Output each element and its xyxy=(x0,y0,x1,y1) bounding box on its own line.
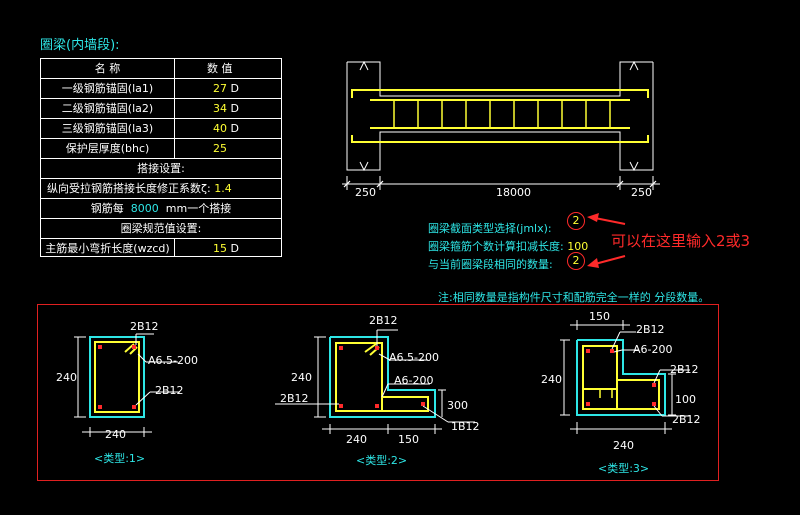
lap-factor[interactable]: 纵向受拉钢筋搭接长度修正系数ζ: 1.4 xyxy=(47,182,232,195)
stirrup-deduct-setting[interactable]: 圈梁箍筋个数计算扣减长度: 100 xyxy=(428,240,589,253)
row-name: 主筋最小弯折长度(wzcd) xyxy=(41,239,175,257)
t2-step-height: 300 xyxy=(447,399,468,412)
table-row[interactable]: 一级钢筋锚固(la1) 27 D xyxy=(41,79,281,99)
page-title: 圈梁(内墙段): xyxy=(40,38,120,53)
annotation-text: 可以在这里输入2或3 xyxy=(611,232,751,250)
dim-left: 250 xyxy=(355,186,376,199)
lap-length[interactable]: 钢筋每 8000 mm一个搭接 xyxy=(90,202,232,215)
t2-top-bar: 2B12 xyxy=(369,314,398,327)
t3-height: 240 xyxy=(541,373,562,386)
t3-caption[interactable]: <类型:3> xyxy=(598,462,650,475)
t1-bottom-bar: 2B12 xyxy=(155,384,184,397)
table-row[interactable]: 三级钢筋锚固(la3) 40 D xyxy=(41,119,281,139)
same-count-setting[interactable]: 与当前圈梁段相同的数量: xyxy=(428,258,553,271)
dim-mid: 18000 xyxy=(496,186,531,199)
row-value[interactable]: 25 xyxy=(213,142,227,155)
t2-height: 240 xyxy=(291,371,312,384)
section-type-1-drawing[interactable] xyxy=(50,312,250,477)
spec-title-row: 圈梁规范值设置: xyxy=(41,219,281,239)
t3-width: 240 xyxy=(613,439,634,452)
lap-title-row: 搭接设置: xyxy=(41,159,281,179)
t1-stirrup: A6.5-200 xyxy=(148,354,198,367)
header-name: 名 称 xyxy=(41,59,175,78)
header-value: 数 值 xyxy=(207,62,233,75)
t3-mid-bar: 2B12 xyxy=(670,363,699,376)
row-name: 保护层厚度(bhc) xyxy=(41,139,175,158)
t2-width: 240 xyxy=(346,433,367,446)
section-type-2-drawing[interactable] xyxy=(270,312,500,477)
section-type-setting[interactable]: 圈梁截面类型选择(jmlx): xyxy=(428,222,552,235)
row-value[interactable]: 27 D xyxy=(213,82,239,95)
row-value[interactable]: 40 D xyxy=(213,122,239,135)
beam-elevation-drawing xyxy=(342,60,660,190)
t1-caption[interactable]: <类型:1> xyxy=(94,452,146,465)
t2-step-bar: 1B12 xyxy=(451,420,480,433)
t3-top-width: 150 xyxy=(589,310,610,323)
lap-title: 搭接设置: xyxy=(137,162,185,175)
table-row[interactable]: 二级钢筋锚固(la2) 34 D xyxy=(41,99,281,119)
t1-height: 240 xyxy=(56,371,77,384)
lap-factor-row[interactable]: 纵向受拉钢筋搭接长度修正系数ζ: 1.4 xyxy=(41,179,281,199)
row-name: 二级钢筋锚固(la2) xyxy=(41,99,175,118)
t3-step-height: 100 xyxy=(675,393,696,406)
table-header: 名 称 数 值 xyxy=(41,59,281,79)
t2-caption[interactable]: <类型:2> xyxy=(356,454,408,467)
row-name: 三级钢筋锚固(la3) xyxy=(41,119,175,138)
t2-step-width: 150 xyxy=(398,433,419,446)
t3-stirrup: A6-200 xyxy=(633,343,673,356)
row-value[interactable]: 34 D xyxy=(213,102,239,115)
parameter-table: 名 称 数 值 一级钢筋锚固(la1) 27 D 二级钢筋锚固(la2) 34 … xyxy=(40,58,282,257)
table-row[interactable]: 主筋最小弯折长度(wzcd) 15 D xyxy=(41,239,281,257)
t2-stirrup2: A6-200 xyxy=(394,374,434,387)
row-name: 一级钢筋锚固(la1) xyxy=(41,79,175,98)
table-row[interactable]: 保护层厚度(bhc) 25 xyxy=(41,139,281,159)
t2-left-bar: 2B12 xyxy=(280,392,309,405)
t1-width: 240 xyxy=(105,428,126,441)
t2-stirrup: A6.5-200 xyxy=(389,351,439,364)
note-text: 注:相同数量是指构件尺寸和配筋完全一样的 分段数量。 xyxy=(438,291,710,304)
dim-right: 250 xyxy=(631,186,652,199)
row-value[interactable]: 15 D xyxy=(213,242,239,255)
t3-top-bar: 2B12 xyxy=(636,323,665,336)
section-types-frame xyxy=(37,304,719,481)
same-count-value[interactable]: 2 xyxy=(567,252,585,270)
t3-bottom-bar: 2B12 xyxy=(672,413,701,426)
spec-title: 圈梁规范值设置: xyxy=(120,222,202,235)
t1-top-bar: 2B12 xyxy=(130,320,159,333)
section-type-value[interactable]: 2 xyxy=(567,212,585,230)
red-arrows xyxy=(587,213,626,268)
lap-length-row[interactable]: 钢筋每 8000 mm一个搭接 xyxy=(41,199,281,219)
section-type-3-drawing[interactable] xyxy=(540,312,710,477)
